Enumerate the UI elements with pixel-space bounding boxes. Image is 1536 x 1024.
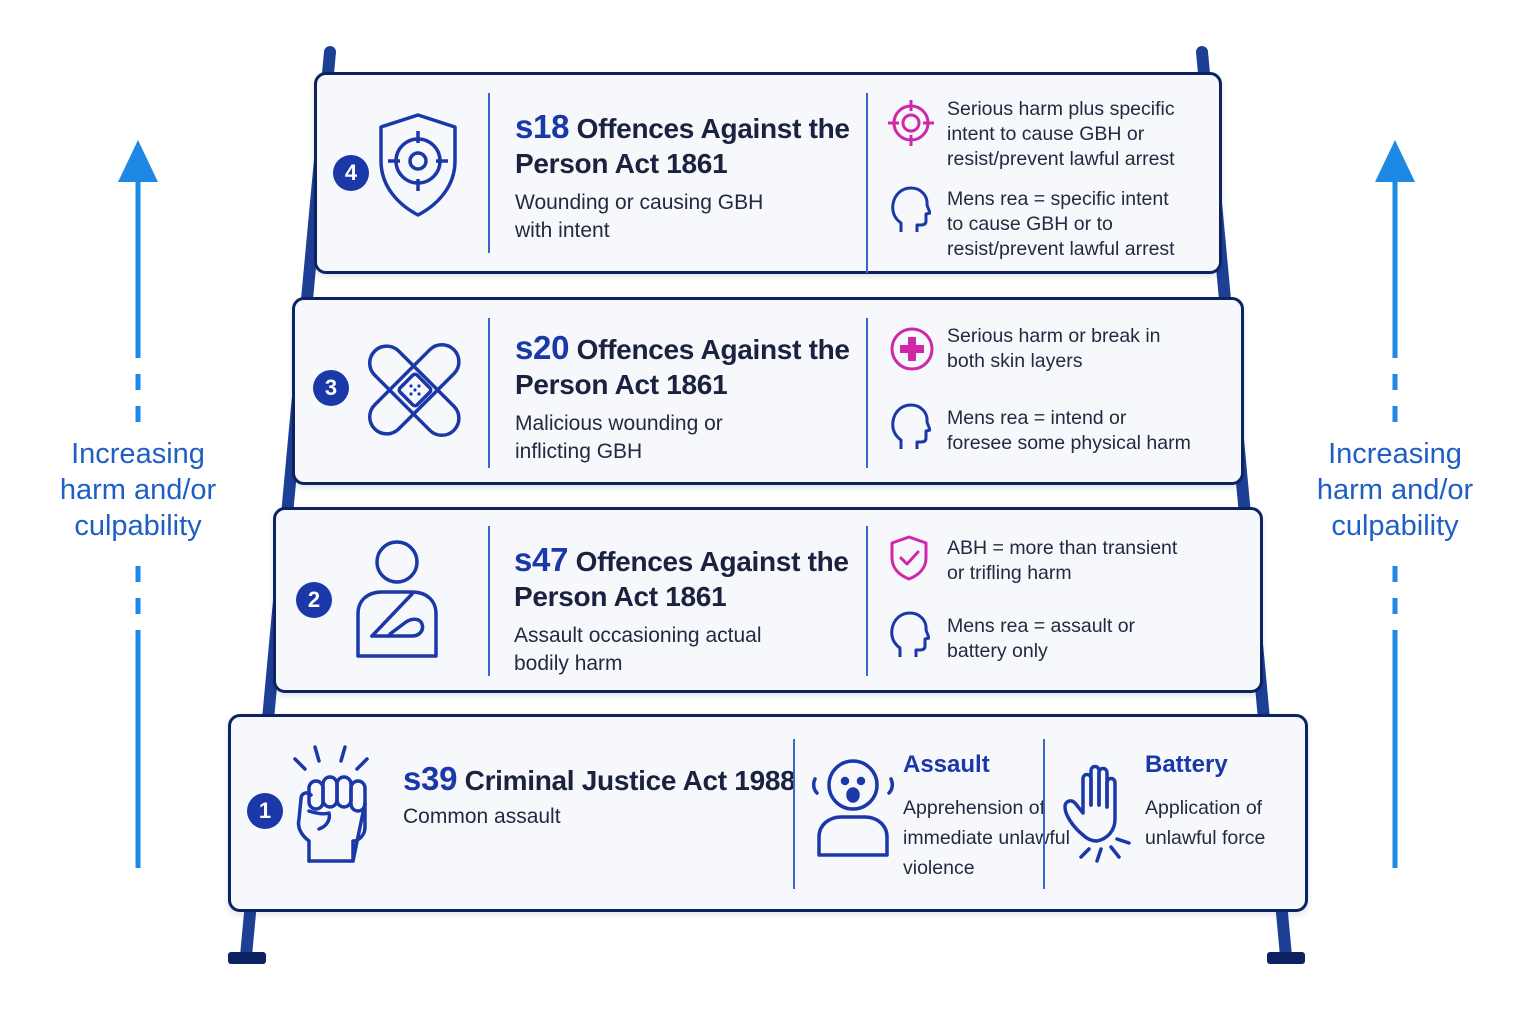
head-profile-icon	[888, 610, 930, 660]
shield-check-icon	[888, 534, 930, 582]
divider	[488, 318, 490, 468]
battery-definition: Application of unlawful force	[1145, 793, 1265, 853]
step-s47: 2 s47 Offences Against the Person Act 18…	[273, 507, 1263, 693]
harm-level-text: ABH = more than transient or trifling ha…	[947, 536, 1177, 586]
head-profile-icon	[889, 185, 931, 235]
description-line: Wounding or causing GBH	[515, 191, 764, 214]
left-side-label: Increasing harm and/or culpability	[38, 436, 238, 544]
note-line: intent to cause GBH or	[947, 123, 1145, 145]
step-s20: 3 s20 Offences Against the Person Act 18…	[292, 297, 1244, 485]
assault-heading: Assault	[903, 751, 990, 778]
side-label-line: culpability	[1331, 510, 1459, 542]
divider	[866, 526, 868, 676]
description-line: with intent	[515, 219, 610, 242]
description-line: bodily harm	[514, 652, 623, 675]
open-hand-icon	[1061, 761, 1137, 865]
act-name-line2: Person Act 1861	[515, 369, 728, 400]
act-name-line2: Person Act 1861	[514, 581, 727, 612]
divider	[866, 318, 868, 468]
step-title: s47 Offences Against the Person Act 1861	[514, 542, 849, 614]
step-number-badge: 2	[296, 582, 332, 618]
mens-rea-text: Mens rea = specific intent to cause GBH …	[947, 187, 1175, 262]
harm-level-text: Serious harm plus specific intent to cau…	[947, 97, 1175, 172]
step-number-badge: 4	[333, 155, 369, 191]
left-upward-arrow	[118, 140, 158, 868]
step-s39: 1 s39 Criminal Justice Act 1988 Common a…	[228, 714, 1308, 912]
divider	[488, 93, 490, 253]
note-line: both skin layers	[947, 350, 1083, 372]
offence-description: Assault occasioning actual bodily harm	[514, 622, 761, 678]
note-line: resist/prevent lawful arrest	[947, 148, 1175, 170]
side-label-line: harm and/or	[59, 474, 217, 506]
act-name: Criminal Justice Act 1988	[464, 765, 796, 796]
section-number: s20	[515, 329, 570, 366]
note-line: to cause GBH or to	[947, 213, 1113, 235]
note-line: Mens rea = intend or	[947, 407, 1127, 429]
frightened-person-icon	[811, 753, 895, 857]
offence-description: Wounding or causing GBH with intent	[515, 189, 763, 245]
act-name: Offences Against the	[575, 546, 849, 577]
note-line: Mens rea = specific intent	[947, 188, 1169, 210]
note-line: Application of	[1145, 797, 1263, 819]
step-number-badge: 1	[247, 793, 283, 829]
target-icon	[887, 99, 935, 147]
note-line: unlawful force	[1145, 827, 1266, 849]
step-title: s39 Criminal Justice Act 1988	[403, 760, 796, 798]
step-s18: 4 s18 Offences Against the Person Act 18…	[314, 72, 1222, 274]
head-profile-icon	[889, 402, 931, 452]
divider	[793, 739, 795, 889]
step-number-badge: 3	[313, 370, 349, 406]
side-label-line: Increasing	[1328, 438, 1462, 470]
raised-fist-icon	[285, 741, 377, 865]
right-side-label: Increasing harm and/or culpability	[1295, 436, 1495, 544]
step-title: s18 Offences Against the Person Act 1861	[515, 109, 850, 181]
section-number: s47	[514, 541, 569, 578]
description-line: Assault occasioning actual	[514, 624, 762, 647]
section-number: s18	[515, 108, 570, 145]
note-line: resist/prevent lawful arrest	[947, 238, 1175, 260]
harm-level-text: Serious harm or break in both skin layer…	[947, 324, 1161, 374]
person-arm-sling-icon	[354, 538, 440, 660]
side-label-line: Increasing	[71, 438, 205, 470]
right-upward-arrow	[1375, 140, 1415, 868]
description-line: Malicious wounding or	[515, 412, 723, 435]
note-line: violence	[903, 857, 975, 879]
note-line: Mens rea = assault or	[947, 615, 1136, 637]
section-number: s39	[403, 760, 458, 797]
divider	[488, 526, 490, 676]
divider	[866, 93, 868, 273]
description-line: inflicting GBH	[515, 440, 643, 463]
note-line: Serious harm plus specific	[947, 98, 1175, 120]
assault-definition: Apprehension of immediate unlawful viole…	[903, 793, 1070, 883]
side-label-line: culpability	[74, 510, 202, 542]
medical-cross-icon	[889, 326, 935, 372]
note-line: battery only	[947, 640, 1048, 662]
left-rail-foot	[228, 952, 266, 964]
mens-rea-text: Mens rea = assault or battery only	[947, 614, 1135, 664]
side-label-line: harm and/or	[1316, 474, 1474, 506]
note-line: ABH = more than transient	[947, 537, 1178, 559]
act-name-line2: Person Act 1861	[515, 148, 728, 179]
act-name: Offences Against the	[576, 113, 850, 144]
shield-target-icon	[375, 111, 461, 219]
offence-description: Common assault	[403, 805, 561, 828]
note-line: immediate unlawful	[903, 827, 1070, 849]
divider	[1043, 739, 1045, 889]
battery-heading: Battery	[1145, 751, 1228, 778]
offence-description: Malicious wounding or inflicting GBH	[515, 410, 723, 466]
step-title: s20 Offences Against the Person Act 1861	[515, 330, 850, 402]
note-line: foresee some physical harm	[947, 432, 1191, 454]
note-line: Apprehension of	[903, 797, 1046, 819]
right-rail-foot	[1267, 952, 1305, 964]
note-line: Serious harm or break in	[947, 325, 1161, 347]
act-name: Offences Against the	[576, 334, 850, 365]
note-line: or trifling harm	[947, 562, 1072, 584]
mens-rea-text: Mens rea = intend or foresee some physic…	[947, 406, 1191, 456]
crossed-bandages-icon	[367, 340, 463, 440]
